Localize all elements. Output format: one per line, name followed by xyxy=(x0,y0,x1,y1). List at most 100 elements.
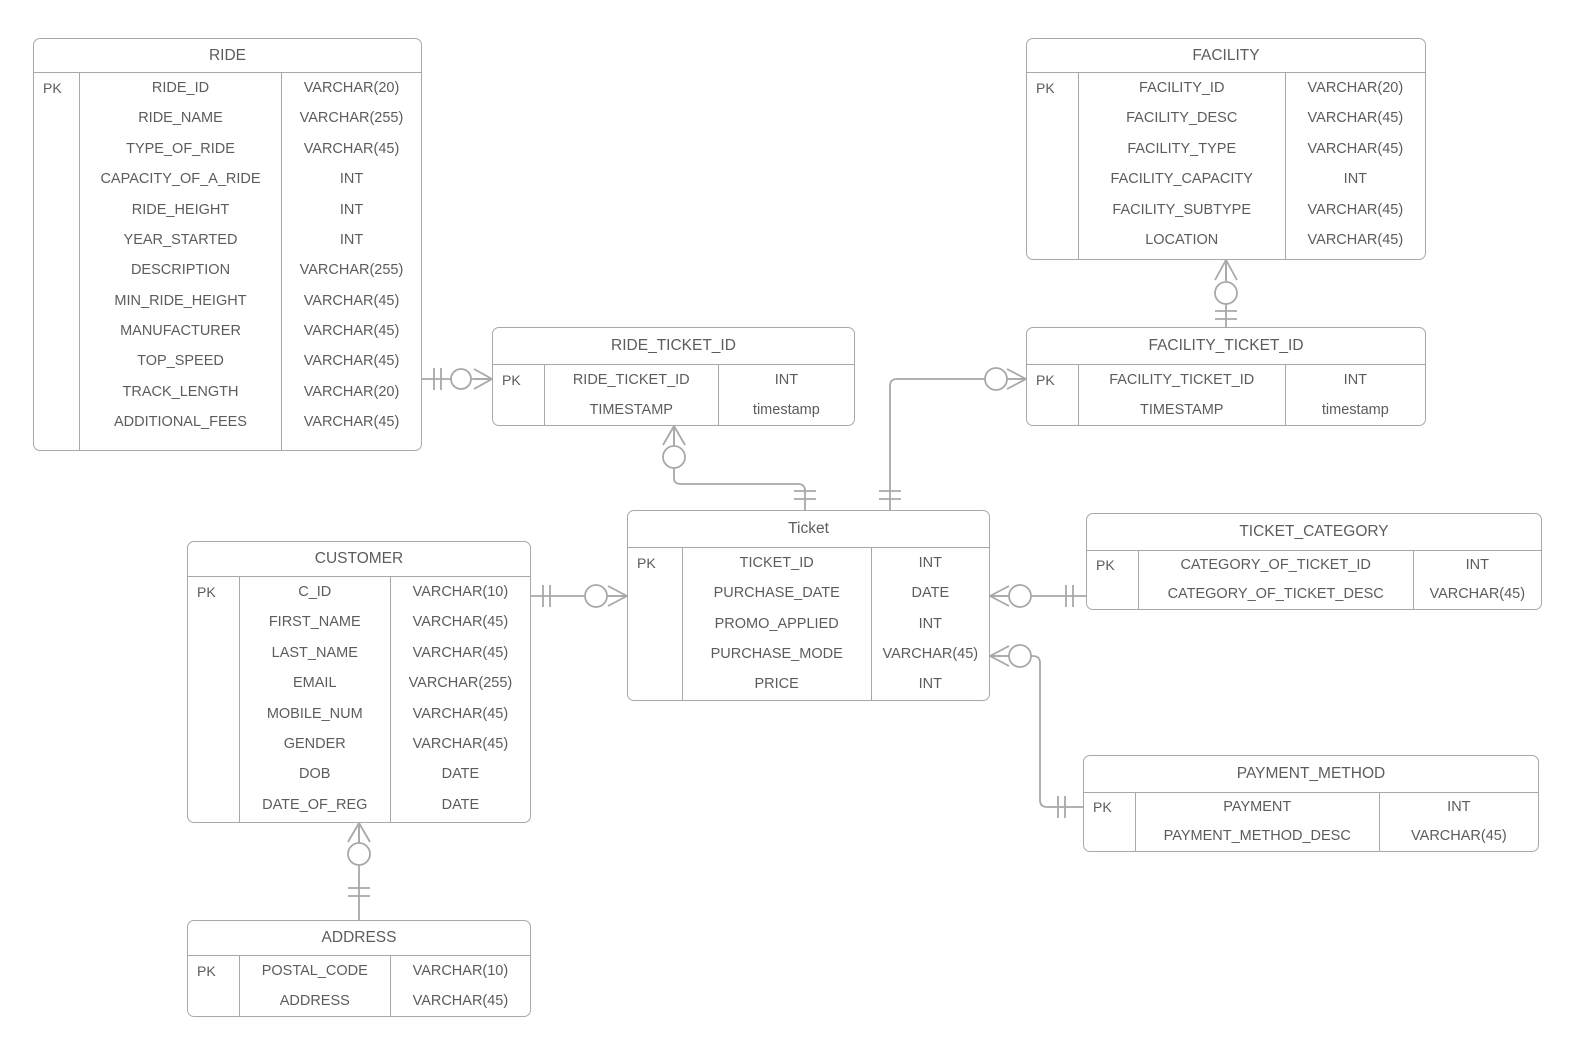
attribute-datatype-cell: DATE xyxy=(911,585,950,602)
attribute-key-cell: PK xyxy=(1036,80,1055,97)
attribute-name-cell: PAYMENT xyxy=(1223,799,1292,816)
column-key-customer: PK xyxy=(188,577,240,822)
edge-customer-to-ticket xyxy=(531,584,628,608)
attribute-key-cell xyxy=(628,609,682,639)
column-attribute-facility_ticket_id: FACILITY_TICKET_ID TIMESTAMP xyxy=(1079,365,1286,425)
attribute-key-cell xyxy=(628,669,682,699)
attribute-name-cell: DESCRIPTION xyxy=(130,262,231,279)
attribute-name-cell: FIRST_NAME xyxy=(268,614,361,631)
attribute-name-cell: TIMESTAMP xyxy=(1139,401,1224,418)
attribute-name-cell: TIMESTAMP xyxy=(589,401,673,418)
attribute-key-cell xyxy=(188,668,239,698)
entity-title-ticket: Ticket xyxy=(628,511,989,548)
attribute-datatype-cell: INT xyxy=(774,371,799,388)
attribute-datatype-cell: VARCHAR(255) xyxy=(299,110,404,127)
attribute-key-cell xyxy=(1027,134,1078,164)
attribute-key-cell xyxy=(34,286,79,316)
attribute-datatype-cell: INT xyxy=(339,201,364,218)
attribute-datatype-cell: VARCHAR(45) xyxy=(1307,110,1404,127)
attribute-name-cell: YEAR_STARTED xyxy=(123,231,238,248)
entity-title-facility: FACILITY xyxy=(1027,39,1425,73)
attribute-datatype-cell: INT xyxy=(918,615,942,632)
attribute-name-cell: RIDE_HEIGHT xyxy=(131,201,230,218)
attribute-key-cell xyxy=(1084,822,1135,851)
attribute-key-cell xyxy=(188,790,239,820)
attribute-name-cell: TRACK_LENGTH xyxy=(122,383,239,400)
attribute-key-cell xyxy=(34,195,79,225)
attribute-key-cell xyxy=(1027,395,1078,425)
attribute-key-cell: PK xyxy=(43,80,62,97)
attribute-datatype-cell: VARCHAR(45) xyxy=(1307,201,1404,218)
attribute-datatype-cell: DATE xyxy=(441,766,480,783)
attribute-datatype-cell: INT xyxy=(1343,371,1368,388)
attribute-key-cell: PK xyxy=(1093,799,1112,816)
column-key-ticket: PK xyxy=(628,548,683,700)
attribute-name-cell: FACILITY_TICKET_ID xyxy=(1109,371,1255,388)
attribute-key-cell xyxy=(1087,580,1138,609)
attribute-key-cell xyxy=(34,255,79,285)
edge-ticket-to-ticket-category xyxy=(989,584,1086,608)
attribute-datatype-cell: VARCHAR(45) xyxy=(303,353,400,370)
attribute-key-cell xyxy=(628,578,682,608)
attribute-name-cell: PAYMENT_METHOD_DESC xyxy=(1163,828,1351,845)
attribute-key-cell xyxy=(1027,103,1078,133)
attribute-datatype-cell: INT xyxy=(1447,799,1471,816)
edge-facility-ticket-id-to-ticket xyxy=(879,367,1027,510)
attribute-name-cell: MIN_RIDE_HEIGHT xyxy=(114,292,247,309)
attribute-name-cell: PURCHASE_DATE xyxy=(713,585,840,602)
attribute-name-cell: FACILITY_ID xyxy=(1139,79,1225,96)
edge-facility-to-facility-ticket-id xyxy=(1214,259,1238,327)
attribute-name-cell: DATE_OF_REG xyxy=(262,796,368,813)
attribute-datatype-cell: INT xyxy=(339,171,364,188)
attribute-datatype-cell: VARCHAR(45) xyxy=(1307,231,1404,248)
attribute-key-cell xyxy=(34,225,79,255)
attribute-key-cell: PK xyxy=(637,555,656,572)
attribute-key-cell xyxy=(34,164,79,194)
attribute-datatype-cell: VARCHAR(45) xyxy=(412,992,509,1009)
attribute-datatype-cell: VARCHAR(10) xyxy=(412,962,509,979)
column-key-ride_ticket_id: PK xyxy=(493,365,545,425)
attribute-name-cell: ADDRESS xyxy=(279,992,350,1009)
attribute-key-cell xyxy=(493,395,544,425)
attribute-key-cell xyxy=(34,347,79,377)
attribute-key-cell xyxy=(34,103,79,133)
attribute-datatype-cell: DATE xyxy=(441,796,480,813)
attribute-name-cell: CAPACITY_OF_A_RIDE xyxy=(100,171,261,188)
attribute-datatype-cell: VARCHAR(45) xyxy=(1429,586,1526,603)
attribute-name-cell: RIDE_TICKET_ID xyxy=(572,371,690,388)
attribute-key-cell xyxy=(1027,225,1078,255)
attribute-name-cell: CATEGORY_OF_TICKET_DESC xyxy=(1167,586,1384,603)
attribute-key-cell: PK xyxy=(1036,371,1055,388)
attribute-name-cell: FACILITY_TYPE xyxy=(1127,140,1237,157)
attribute-key-cell xyxy=(188,729,239,759)
column-key-ride: PK xyxy=(34,73,80,450)
attribute-key-cell xyxy=(188,759,239,789)
attribute-key-cell xyxy=(34,377,79,407)
entity-facility_ticket_id[interactable]: FACILITY_TICKET_ID PK FACILITY_TICKET_ID TI… xyxy=(1026,327,1426,426)
attribute-key-cell xyxy=(34,134,79,164)
attribute-name-cell: TOP_SPEED xyxy=(137,353,224,370)
attribute-datatype-cell: VARCHAR(45) xyxy=(882,646,979,662)
attribute-name-cell: MOBILE_NUM xyxy=(266,705,363,722)
attribute-name-cell: MANUFACTURER xyxy=(120,323,241,340)
attribute-key-cell xyxy=(188,699,239,729)
attribute-datatype-cell: INT xyxy=(918,554,942,571)
